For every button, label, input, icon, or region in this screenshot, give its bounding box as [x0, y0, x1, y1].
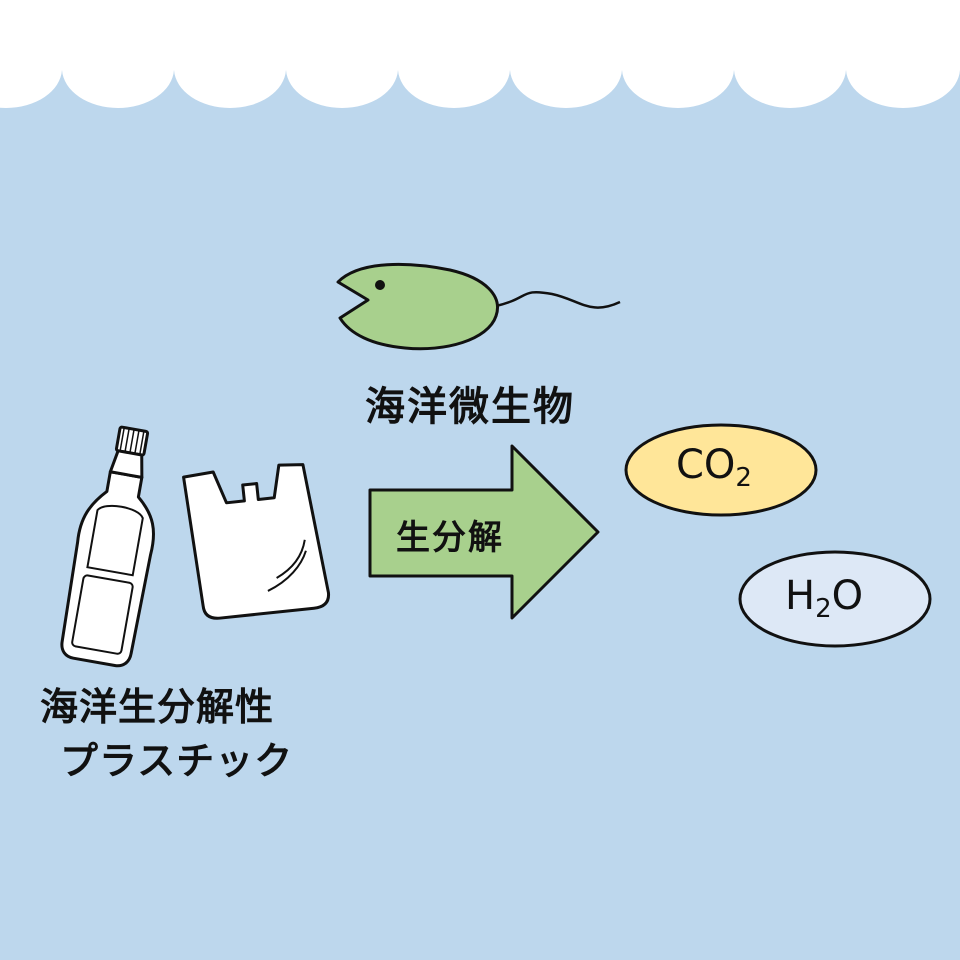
h2o-formula: H2O — [785, 573, 863, 624]
co2-bubble — [624, 423, 818, 517]
biodegradation-arrow — [368, 444, 600, 620]
h2o-tail: O — [831, 573, 864, 619]
h2o-main: H — [785, 573, 816, 619]
co2-subscript: 2 — [735, 463, 752, 493]
microbe-icon — [336, 262, 621, 351]
co2-formula: CO2 — [676, 442, 752, 493]
microbe-label: 海洋微生物 — [365, 384, 575, 430]
wave-border — [0, 0, 960, 109]
plastic-label: 海洋生分解性 プラスチック — [40, 680, 293, 788]
plastic-label-line1: 海洋生分解性 — [40, 685, 275, 729]
plastic-bag-icon — [182, 463, 331, 620]
plastic-label-line2: プラスチック — [60, 739, 294, 783]
bottle-icon — [60, 425, 156, 668]
co2-main: CO — [676, 442, 736, 488]
biodegradation-label: 生分解 — [396, 518, 504, 558]
h2o-subscript: 2 — [815, 594, 832, 624]
h2o-bubble — [738, 550, 932, 648]
